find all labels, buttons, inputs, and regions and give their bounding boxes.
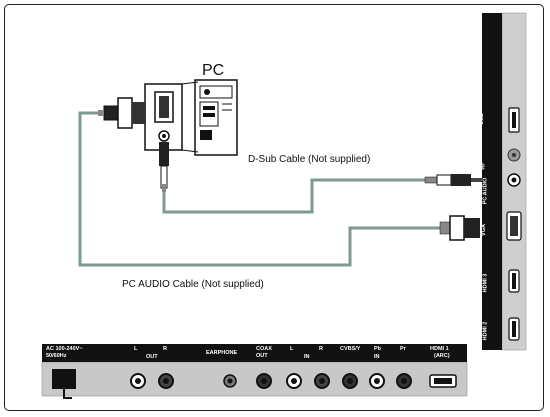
pr-label: Pr (400, 346, 406, 352)
audio-plug-tv (424, 174, 483, 186)
audio-out-jacks (130, 373, 174, 389)
coax-label: COAX (256, 346, 272, 352)
pc-back-panel-icon (144, 81, 199, 153)
hdmi1-port-icon (429, 374, 457, 388)
in-l-label: L (290, 346, 294, 352)
hdmi1-label: HDMI 1 (430, 346, 449, 352)
ac-label: AC 100-240V~ (46, 346, 83, 352)
pc-label: PC (202, 62, 225, 79)
vga-label: VGA (480, 224, 487, 236)
tv-bottom-label-bar: AC 100-240V~ 50/60Hz L R OUT EARPHONE CO… (42, 344, 467, 362)
rf-label: RF (480, 162, 487, 170)
arc-label: (ARC) (434, 353, 450, 359)
audio-plug-pc (159, 142, 169, 192)
pc-audio-label: PC AUDIO (482, 177, 489, 205)
earphone-label: EARPHONE (206, 350, 238, 356)
tv-side-panel-backing (501, 12, 527, 351)
usb-label: USB (478, 113, 485, 125)
pc-audio-cable-label: PC AUDIO Cable (Not supplied) (122, 279, 264, 290)
out-l-label: L (134, 346, 138, 352)
in-r-label: R (319, 346, 323, 352)
ac-freq-label: 50/60Hz (46, 353, 67, 359)
diagram-frame (4, 4, 544, 411)
in-label: IN (304, 354, 310, 360)
audio-in-jacks (286, 373, 330, 389)
vga-connector-pc (98, 97, 146, 129)
ac-power-socket-icon (52, 369, 76, 389)
pc-audio-cable (162, 178, 425, 214)
out-label: OUT (146, 354, 158, 360)
comp-in-label: IN (374, 354, 380, 360)
tv-side-label-bar: USB RF PC AUDIO VGA HDMI 3 HDMI 2 (478, 13, 502, 350)
pb-label: Pb (374, 346, 382, 352)
tv-bottom-panel-backing (41, 361, 468, 397)
hdmi2-label: HDMI 2 (482, 321, 489, 341)
pc-tower-icon (194, 79, 238, 156)
coax-out-jack (256, 373, 272, 389)
earphone-jack (223, 374, 237, 388)
coax-out-label: OUT (256, 353, 268, 359)
hdmi3-label: HDMI 3 (482, 273, 489, 293)
component-in-jacks (342, 373, 412, 389)
vga-cable (78, 111, 440, 267)
out-r-label: R (163, 346, 167, 352)
vga-connector-tv (439, 215, 480, 241)
cvbs-label: CVBS/Y (340, 346, 361, 352)
dsub-cable-label: D-Sub Cable (Not supplied) (248, 154, 371, 165)
usb-port-slot (512, 112, 516, 128)
